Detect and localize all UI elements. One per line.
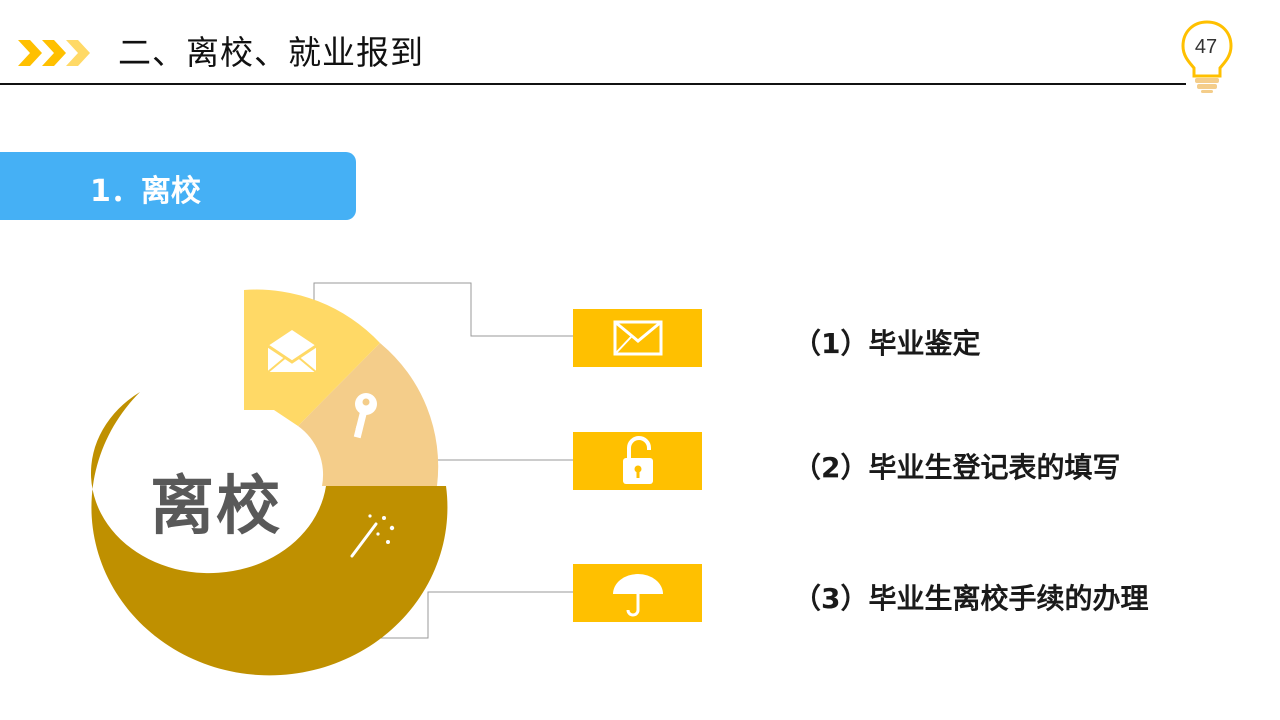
header-divider — [0, 83, 1186, 85]
key-icon — [353, 393, 377, 439]
triple-chevron-icon — [18, 40, 90, 66]
envelope-open-icon — [267, 330, 317, 373]
item-text-3: （3）毕业生离校手续的办理 — [793, 582, 1149, 615]
page-title: 二、离校、就业报到 — [118, 33, 424, 72]
center-label: 离校 — [150, 470, 282, 544]
umbrella-icon — [613, 574, 663, 617]
lightbulb-icon — [1181, 20, 1233, 93]
connector-line-1 — [313, 282, 573, 337]
segment-gold — [90, 392, 448, 676]
section-banner: 1．离校 — [0, 152, 356, 220]
envelope-icon — [613, 320, 663, 356]
magic-wand-icon — [350, 514, 395, 558]
item-icon-box-3 — [573, 564, 702, 622]
unlocked-padlock-icon — [623, 436, 653, 484]
item-icon-box-1 — [573, 309, 702, 367]
page-number: 47 — [1194, 36, 1218, 58]
item-icon-box-2 — [573, 432, 702, 490]
section-label: 1．离校 — [90, 174, 201, 209]
item-text-1: （1）毕业鉴定 — [793, 327, 981, 360]
item-text-2: （2）毕业生登记表的填写 — [793, 451, 1121, 484]
